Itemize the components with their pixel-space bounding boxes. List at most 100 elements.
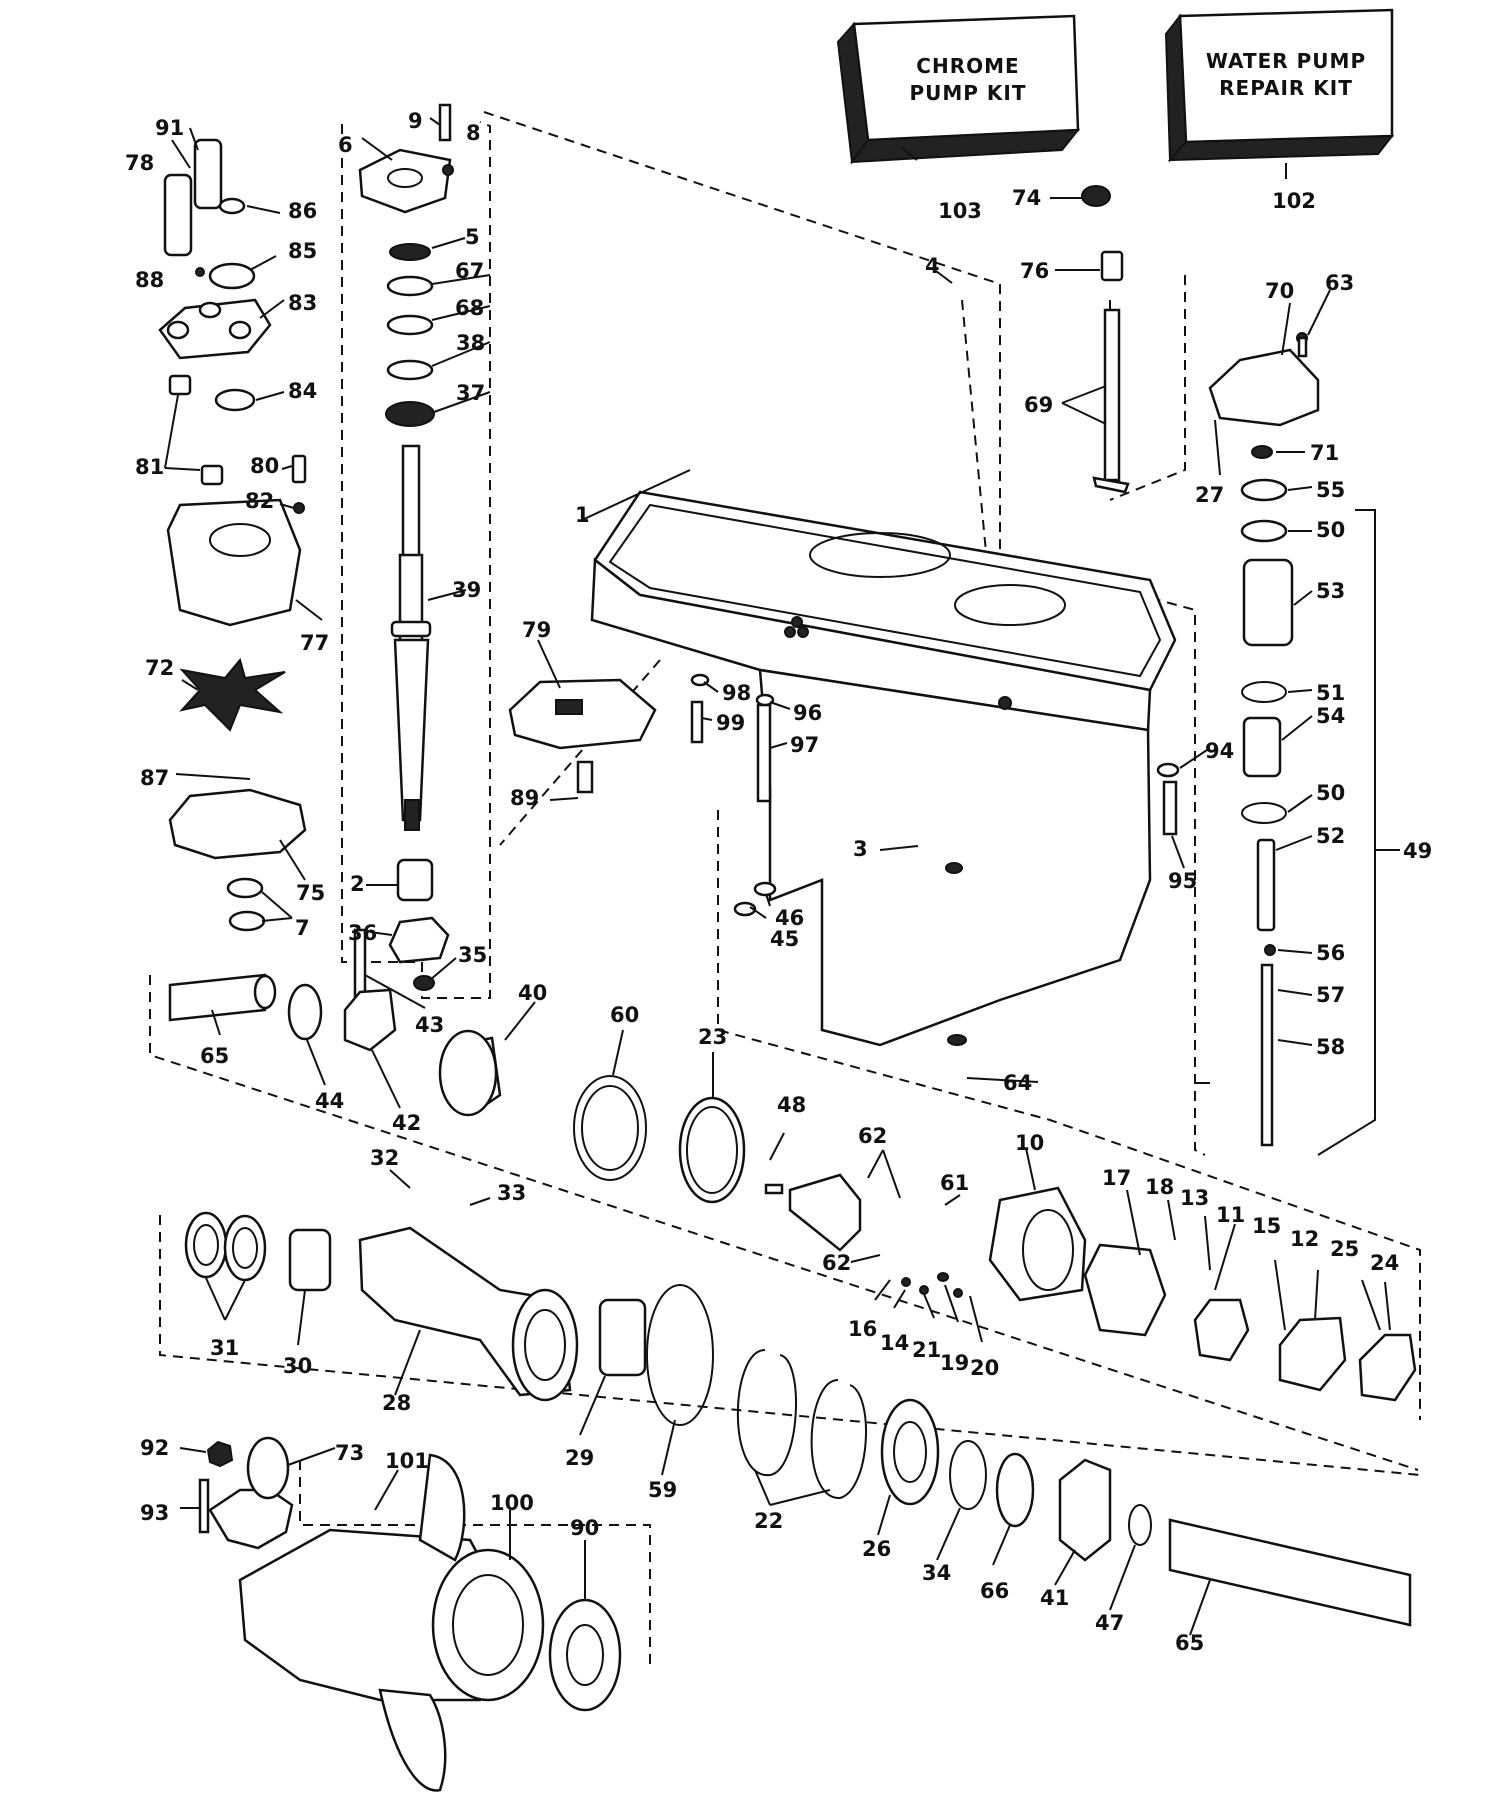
part-60-thrust-washer — [573, 1075, 647, 1181]
kit-103-line1: CHROME — [916, 54, 1019, 78]
label-36: 36 — [348, 921, 377, 945]
label-64: 64 — [1003, 1071, 1032, 1095]
label-15: 15 — [1252, 1214, 1281, 1238]
label-53: 53 — [1316, 579, 1345, 603]
part-61-shifter — [788, 1173, 862, 1252]
part-6-flange — [358, 148, 452, 214]
water-pump-repair-kit-box: WATER PUMP REPAIR KIT — [1164, 8, 1395, 163]
label-88: 88 — [135, 268, 164, 292]
label-51: 51 — [1316, 681, 1345, 705]
label-42: 42 — [392, 1111, 421, 1135]
label-5: 5 — [465, 225, 480, 249]
label-58: 58 — [1316, 1035, 1345, 1059]
label-78: 78 — [125, 151, 154, 175]
part-29-bearing — [598, 1298, 647, 1377]
label-99: 99 — [716, 711, 745, 735]
label-10: 10 — [1015, 1131, 1044, 1155]
part-77-pump-housing — [166, 498, 302, 627]
label-61: 61 — [940, 1171, 969, 1195]
label-12: 12 — [1290, 1227, 1319, 1251]
label-62b: 62 — [822, 1251, 851, 1275]
label-68: 68 — [455, 296, 484, 320]
right-column-parts — [1081, 185, 1320, 1147]
part-90-thrust-hub — [548, 1598, 622, 1712]
label-4: 4 — [925, 254, 940, 278]
part-10-gear — [988, 1186, 1087, 1302]
label-82: 82 — [245, 489, 274, 513]
label-8: 8 — [466, 121, 481, 145]
label-54: 54 — [1316, 704, 1345, 728]
label-47: 47 — [1095, 1611, 1124, 1635]
mid-parts — [508, 673, 1180, 1046]
part-83-plate — [158, 298, 272, 360]
part-59-o-ring — [646, 1284, 714, 1426]
gear-row-1 — [168, 973, 746, 1204]
label-76: 76 — [1020, 259, 1049, 283]
gear-row-2 — [764, 1173, 1417, 1402]
label-72: 72 — [145, 656, 174, 680]
label-33: 33 — [497, 1181, 526, 1205]
label-44: 44 — [315, 1089, 344, 1113]
label-89: 89 — [510, 786, 539, 810]
leader-lines — [164, 117, 1400, 1636]
label-6: 6 — [338, 133, 353, 157]
part-36-gear — [388, 916, 450, 964]
label-1: 1 — [575, 503, 590, 527]
part-78-tube — [163, 173, 193, 257]
label-kit-103: 103 — [938, 199, 982, 223]
label-100: 100 — [490, 1491, 534, 1515]
label-67: 67 — [455, 259, 484, 283]
label-81: 81 — [135, 455, 164, 479]
label-70: 70 — [1265, 279, 1294, 303]
label-92: 92 — [140, 1436, 169, 1460]
gearcase-housing — [590, 490, 1177, 1047]
label-59: 59 — [648, 1478, 677, 1502]
label-13: 13 — [1180, 1186, 1209, 1210]
label-73: 73 — [335, 1441, 364, 1465]
label-66: 66 — [980, 1579, 1009, 1603]
label-16: 16 — [848, 1317, 877, 1341]
label-60: 60 — [610, 1003, 639, 1027]
label-80: 80 — [250, 454, 279, 478]
label-3: 3 — [853, 837, 868, 861]
part-42-clutch — [343, 988, 397, 1052]
label-94: 94 — [1205, 739, 1234, 763]
label-50b: 50 — [1316, 781, 1345, 805]
label-27: 27 — [1195, 483, 1224, 507]
label-65b: 65 — [1175, 1631, 1204, 1655]
label-55: 55 — [1316, 478, 1345, 502]
label-28: 28 — [382, 1391, 411, 1415]
label-77: 77 — [300, 631, 329, 655]
label-9: 9 — [408, 109, 423, 133]
label-19: 19 — [940, 1351, 969, 1375]
part-41-gear — [1058, 1458, 1112, 1562]
label-34: 34 — [922, 1561, 951, 1585]
label-91: 91 — [155, 116, 184, 140]
propeller — [198, 1436, 622, 1792]
label-85: 85 — [288, 239, 317, 263]
label-kit-102: 102 — [1272, 189, 1316, 213]
label-90: 90 — [570, 1516, 599, 1540]
label-65a: 65 — [200, 1044, 229, 1068]
part-54-housing — [1242, 716, 1282, 778]
label-63: 63 — [1325, 271, 1354, 295]
part-30-bearing — [288, 1228, 332, 1292]
part-53-liner — [1242, 558, 1294, 647]
part-2-bearing — [396, 858, 434, 902]
label-11: 11 — [1216, 1203, 1245, 1227]
label-93: 93 — [140, 1501, 169, 1525]
label-38: 38 — [456, 331, 485, 355]
label-86: 86 — [288, 199, 317, 223]
label-71: 71 — [1310, 441, 1339, 465]
label-31: 31 — [210, 1336, 239, 1360]
part-72-impeller — [179, 657, 286, 732]
kit-102-line1: WATER PUMP — [1206, 49, 1366, 73]
part-26-plate — [880, 1398, 940, 1506]
label-56: 56 — [1316, 941, 1345, 965]
label-46: 46 — [775, 906, 804, 930]
label-35: 35 — [458, 943, 487, 967]
label-45: 45 — [770, 927, 799, 951]
label-43: 43 — [415, 1013, 444, 1037]
label-14: 14 — [880, 1331, 909, 1355]
